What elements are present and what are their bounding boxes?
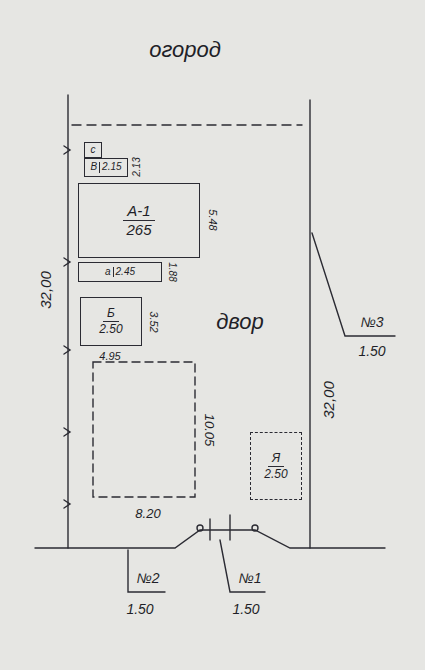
leader-line [220,540,265,592]
callout-number: №2 [137,571,160,585]
dimension: 8.20 [135,507,160,520]
area-name: огород [149,39,221,61]
building-box: Я2.50 [250,432,302,500]
leader-line [128,550,165,592]
area-name: двор [216,311,264,333]
building-letter: а [103,267,113,278]
building-box: Б2.50 [80,297,142,346]
building-value: 2.50 [260,467,291,482]
building-box: А-1265 [78,183,200,258]
gate-post [252,525,258,531]
left-boundary [67,95,68,548]
building-box: В2.15 [84,158,128,177]
gate-leaf [209,519,210,540]
dimension: 4.95 [99,351,120,362]
building-box: с [84,142,102,158]
dimension: 1.50 [126,602,153,616]
building-letter: Б [103,306,119,322]
building-letter: А-1 [123,202,154,221]
building-letter: с [89,145,98,156]
building-letter: Я [268,451,284,467]
planned-building-outline [93,362,195,497]
leader-line [312,233,395,336]
dimension: 2.13 [132,157,142,176]
callout-number: №1 [239,571,262,585]
building-value: 265 [122,221,155,239]
dimension: 5.48 [207,209,218,230]
dimension: 1.50 [358,344,385,358]
dimension: 1.88 [167,262,177,281]
dimension: 32,00 [321,381,336,419]
dimension: 3.52 [148,311,159,332]
building-value: 2.50 [95,322,126,337]
rear-boundary [72,124,302,125]
gate-leaf [229,515,230,540]
gate-post [197,525,203,531]
callout-number: №3 [361,315,384,329]
dimension: 32,00 [38,271,53,309]
dimension: 1.50 [232,602,259,616]
building-value: 2.45 [113,267,137,278]
right-boundary [309,100,310,548]
building-letter: В [88,162,99,173]
building-box: а2.45 [78,262,162,282]
building-value: 2.15 [99,162,123,173]
boundary-ticks [64,146,70,508]
dimension: 10.05 [203,414,216,447]
